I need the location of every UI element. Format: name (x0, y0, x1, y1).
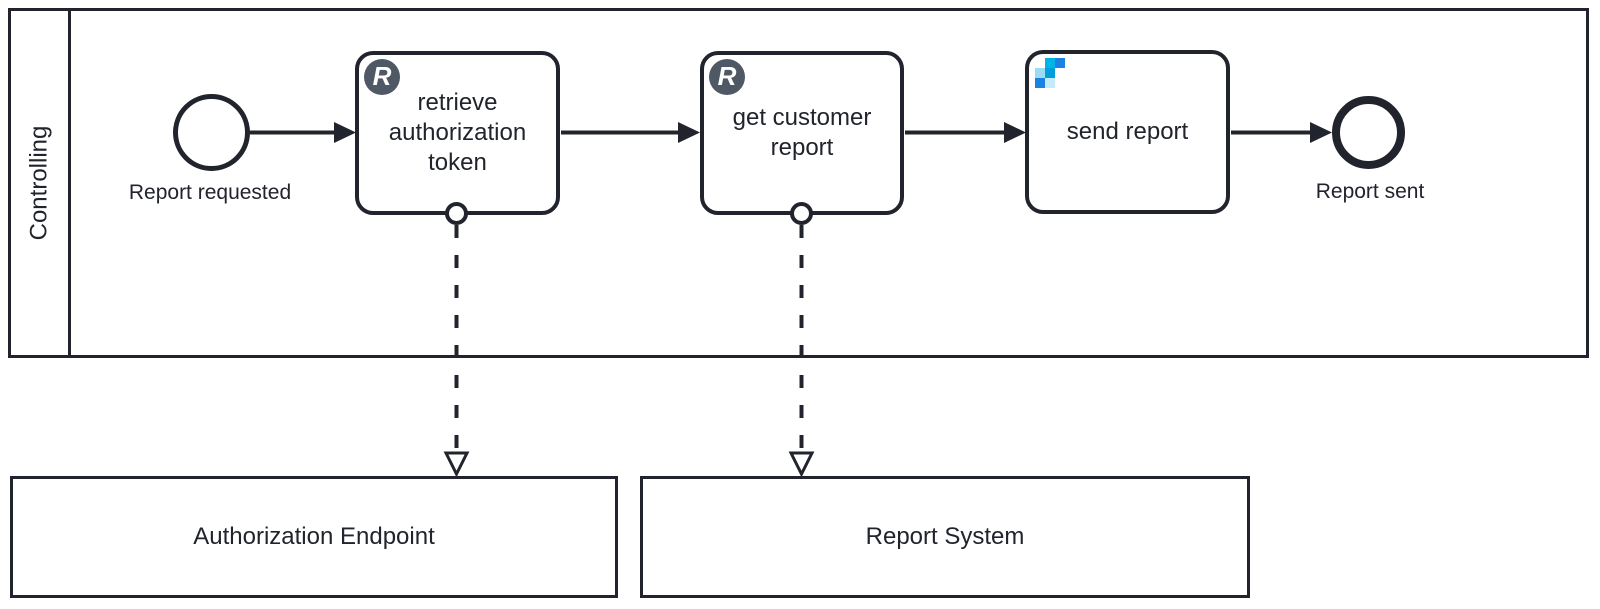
rest-connector-icon: R (709, 59, 745, 95)
task2-bottom-port[interactable] (790, 202, 813, 225)
sequence-flow-task3-to-end[interactable] (1231, 122, 1332, 143)
start-event[interactable] (173, 94, 250, 171)
sendgrid-pixel (1055, 58, 1065, 68)
sendgrid-icon (1035, 58, 1065, 88)
system-box-authorization-endpoint[interactable]: Authorization Endpoint (10, 476, 618, 598)
sequence-flow-task2-to-task3[interactable] (905, 122, 1026, 143)
system-box-label: Report System (865, 523, 1025, 550)
task-send-report[interactable]: send report (1025, 50, 1230, 214)
start-event-label: Report requested (128, 181, 292, 204)
sendgrid-pixel (1045, 58, 1055, 68)
task-label: get customer report (732, 104, 872, 161)
system-box-label: Authorization Endpoint (193, 523, 435, 550)
pool-header[interactable]: Controlling (11, 11, 71, 355)
badge-letter: R (717, 60, 737, 91)
rest-connector-icon: R (364, 59, 400, 95)
pool-controlling[interactable]: Controlling (8, 8, 1589, 358)
system-box-report-system[interactable]: Report System (640, 476, 1250, 598)
task-label: send report (1066, 118, 1189, 145)
end-event[interactable] (1332, 96, 1405, 169)
sendgrid-pixel (1045, 78, 1055, 88)
end-event-label: Report sent (1315, 180, 1425, 203)
sendgrid-pixel (1035, 78, 1045, 88)
sequence-flow-task1-to-task2[interactable] (561, 122, 700, 143)
association-task2-to-report-system[interactable] (788, 225, 815, 478)
badge-letter: R (372, 60, 392, 91)
task1-bottom-port[interactable] (445, 202, 468, 225)
task-retrieve-authorization-token[interactable]: retrieve authorization token (355, 51, 560, 215)
task-label: retrieve authorization token (388, 89, 527, 176)
association-task1-to-authorization-endpoint[interactable] (443, 225, 470, 478)
sendgrid-pixel (1045, 68, 1055, 78)
sendgrid-pixel (1035, 68, 1045, 78)
sequence-flow-start-to-task1[interactable] (250, 122, 356, 143)
